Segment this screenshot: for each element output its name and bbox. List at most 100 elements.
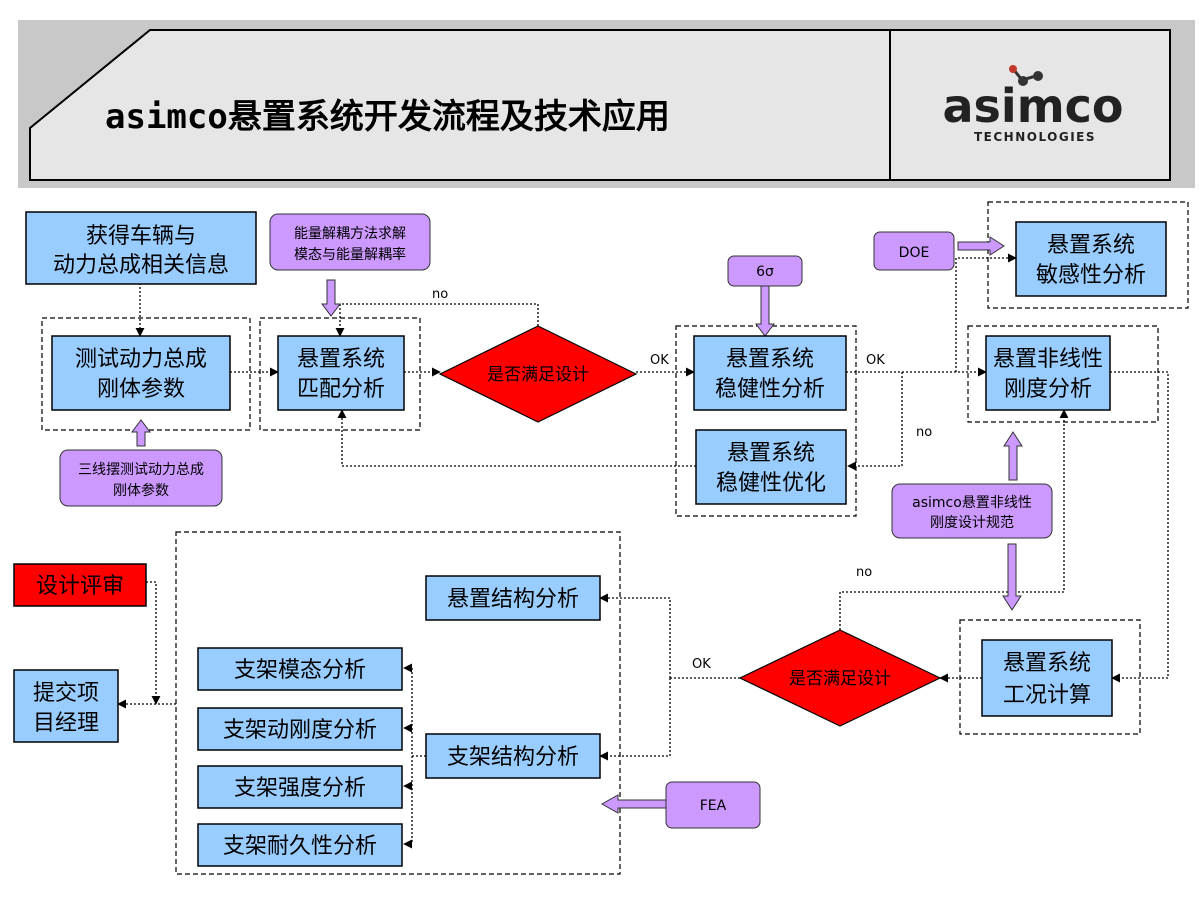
edge-label-ok-bottom: OK [692, 657, 711, 672]
box-bracket-dyn [197, 707, 403, 751]
frame-nonlinear [967, 325, 1159, 423]
box-bracket-modal [197, 647, 403, 691]
group-frames [41, 201, 1189, 875]
arrow-spec-up [1003, 431, 1023, 481]
box-sensitivity [1015, 221, 1167, 297]
box-load-case [981, 639, 1113, 717]
box-mount-match-line1: 悬置系统 [297, 347, 385, 372]
arrow-doe-right [957, 236, 1005, 256]
box-bracket-struct [425, 733, 601, 779]
box-nonlinear-stiffness [985, 335, 1111, 411]
tool-fea-label: FEA [700, 798, 727, 814]
tool-six-sigma-label: 6σ [756, 264, 774, 280]
arrow-spec-down [1002, 543, 1022, 611]
arrow-energy-down [321, 279, 341, 317]
tool-fea [665, 781, 761, 829]
box-sensitivity-line2: 敏感性分析 [1036, 263, 1146, 288]
edge-ok-to-bracket-struct [599, 678, 671, 761]
tool-spec-line2: 刚度设计规范 [930, 514, 1014, 531]
tool-energy-decoupling [269, 213, 431, 271]
box-mount-struct-label: 悬置结构分析 [447, 587, 579, 612]
edge-decision-no-loop [335, 303, 539, 337]
box-bracket-dyn-label: 支架动刚度分析 [223, 718, 377, 743]
box-nonlinear-line1: 悬置非线性 [993, 347, 1103, 372]
logo-subtitle: TECHNOLOGIES [974, 130, 1096, 144]
tool-six-sigma [727, 255, 803, 287]
decision-top-label: 是否满足设计 [487, 365, 589, 385]
arrow-trifilar-up [131, 419, 151, 447]
box-bracket-strength [197, 765, 403, 809]
box-load-case-line1: 悬置系统 [1003, 651, 1091, 676]
edge-opt-to-match [337, 409, 696, 467]
logo-molecule-icon [1009, 65, 1043, 86]
tool-arrows [131, 236, 1023, 814]
edge-robust-no [847, 372, 903, 471]
tool-boxes [59, 213, 1053, 829]
edge-to-sensitivity [955, 253, 1017, 372]
tool-doe-label: DOE [899, 245, 930, 261]
box-mount-match [277, 335, 405, 411]
box-test-rigid-line2: 刚体参数 [97, 377, 185, 402]
box-bracket-durability [197, 823, 403, 867]
box-robust-opt-line2: 稳健性优化 [716, 471, 826, 496]
arrow-sixsigma-down [755, 285, 775, 337]
box-bracket-durability-label: 支架耐久性分析 [223, 834, 377, 859]
box-sensitivity-line1: 悬置系统 [1047, 233, 1135, 258]
box-robust-opt-line1: 悬置系统 [727, 441, 815, 466]
header-banner: asimco悬置系统开发流程及技术应用 [18, 20, 1195, 188]
box-submit-pm [13, 669, 119, 743]
box-design-review [13, 563, 147, 607]
box-nonlinear-line2: 刚度分析 [1004, 377, 1092, 402]
tool-trifilar [59, 449, 223, 507]
frame-load-case [959, 619, 1141, 735]
box-robust-opt [695, 429, 847, 505]
box-bracket-struct-label: 支架结构分析 [447, 745, 579, 770]
page-title: asimco悬置系统开发流程及技术应用 [105, 97, 670, 137]
edge-ok-to-mount-struct [599, 593, 671, 678]
edge-label-ok-2: OK [866, 353, 885, 368]
box-mount-match-line2: 匹配分析 [297, 377, 385, 402]
edge-label-no-mid: no [916, 425, 932, 440]
box-submit-pm-line2: 目经理 [33, 711, 99, 736]
edge-spine-modal [404, 668, 426, 757]
tool-energy-line2: 模态与能量解耦率 [294, 246, 406, 263]
box-test-rigid-line1: 测试动力总成 [75, 347, 207, 372]
box-bracket-strength-label: 支架强度分析 [234, 776, 366, 801]
box-vehicle-info-line2: 动力总成相关信息 [53, 253, 229, 278]
tool-trifilar-line1: 三线摆测试动力总成 [78, 462, 204, 478]
box-test-rigid [51, 335, 231, 411]
box-robust-analysis-line1: 悬置系统 [726, 347, 814, 372]
tool-doe [873, 231, 955, 271]
edge-decision2-no [839, 409, 1069, 630]
box-design-review-label: 设计评审 [36, 574, 124, 599]
edge-label-texts: no OK OK no no OK [432, 287, 932, 672]
edge-review-to-submit [146, 581, 161, 705]
tool-texts: 能量解耦方法求解 模态与能量解耦率 三线摆测试动力总成 刚体参数 6σ DOE … [78, 226, 1032, 814]
box-vehicle-info [25, 211, 257, 285]
decision-bottom [738, 629, 942, 727]
frame-structure [175, 531, 621, 875]
edge-label-no-bottom: no [856, 565, 872, 580]
box-mount-struct [425, 575, 601, 621]
edge-label-ok-1: OK [650, 353, 669, 368]
decisions [438, 325, 942, 727]
tool-trifilar-line2: 刚体参数 [113, 482, 169, 499]
process-boxes [13, 211, 1167, 867]
decision-top [438, 325, 638, 423]
frame-sensitivity [987, 201, 1189, 309]
asimco-logo: asimco TECHNOLOGIES [943, 65, 1124, 144]
tool-spec-line1: asimco悬置非线性 [912, 495, 1032, 511]
box-submit-pm-line1: 提交项 [33, 681, 99, 706]
box-load-case-line2: 工况计算 [1003, 683, 1091, 708]
decision-texts: 是否满足设计 是否满足设计 [487, 365, 891, 689]
arrow-fea-left [600, 794, 667, 814]
connectors [117, 253, 1169, 849]
box-bracket-modal-label: 支架模态分析 [234, 658, 366, 683]
edge-nonlinear-to-loadcase [1110, 371, 1169, 683]
logo-word: asimco [943, 79, 1124, 133]
box-robust-analysis [693, 335, 847, 411]
box-robust-analysis-line2: 稳健性分析 [715, 377, 825, 402]
tool-energy-line1: 能量解耦方法求解 [294, 226, 406, 242]
box-texts: 获得车辆与 动力总成相关信息 测试动力总成 刚体参数 悬置系统 匹配分析 悬置系… [33, 224, 1146, 859]
